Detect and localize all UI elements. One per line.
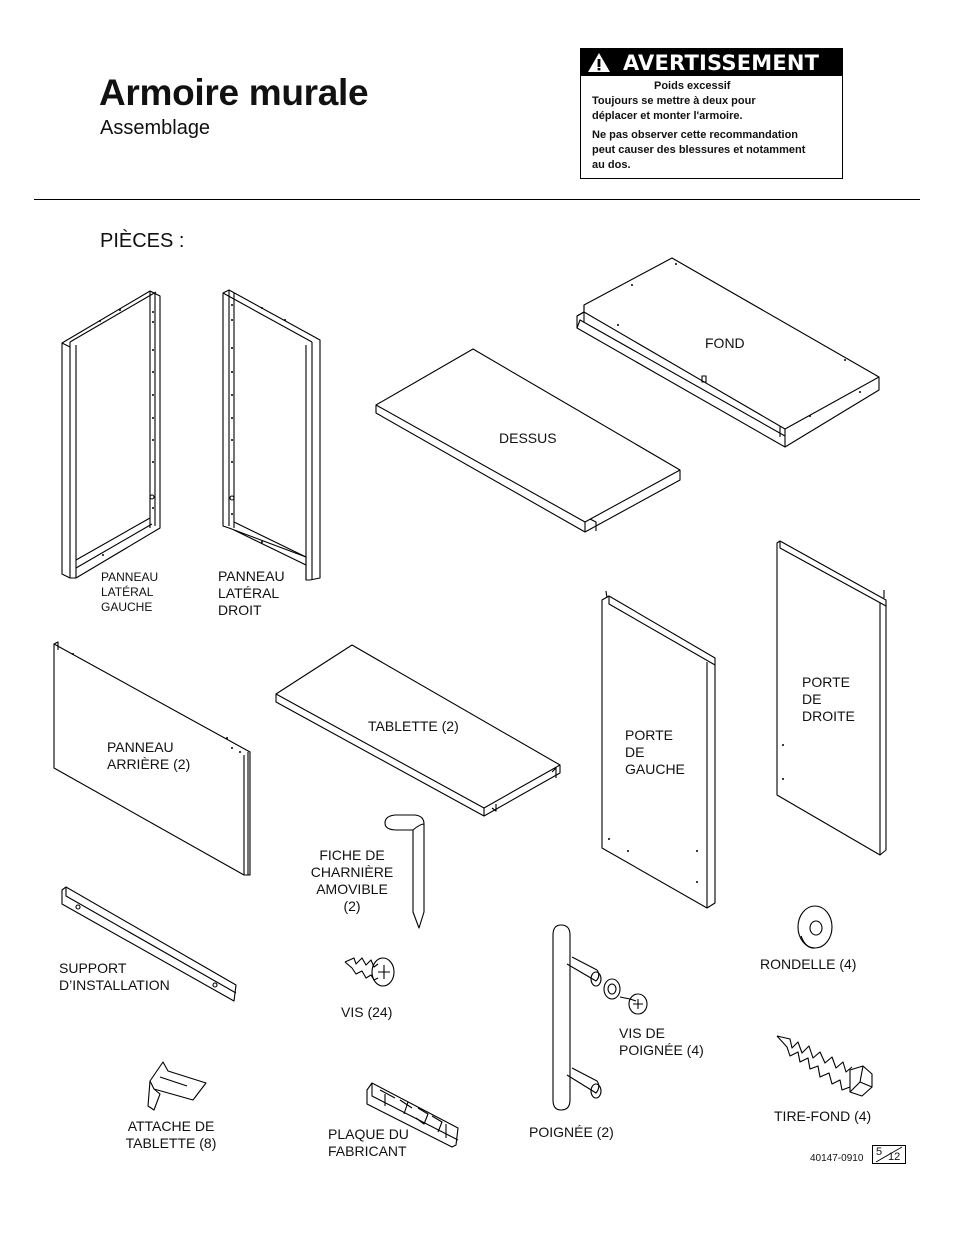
warning-line: Ne pas observer cette recommandation — [592, 129, 799, 141]
page-number: 5 — [876, 1146, 883, 1158]
handle-illustration — [552, 924, 602, 1111]
page-fraction-slash — [875, 1146, 903, 1163]
page-indicator: 5 12 — [872, 1145, 906, 1164]
handle-screw-illustration — [603, 978, 648, 1015]
washer-illustration — [797, 905, 833, 949]
parts-heading: PIÈCES : — [100, 230, 185, 252]
warning-line: Toujours se mettre à deux pour — [592, 95, 756, 107]
label-washer: RONDELLE (4) — [760, 956, 857, 972]
right-side-panel-illustration — [222, 289, 321, 581]
back-panel-illustration — [53, 641, 251, 876]
page-title: Armoire murale — [99, 72, 369, 113]
page-subtitle: Assemblage — [100, 117, 211, 139]
warning-box: AVERTISSEMENT Poids excessif Toujours se… — [580, 48, 843, 179]
label-bottom: FOND — [705, 335, 745, 351]
left-side-panel-illustration — [61, 290, 161, 579]
label-top: DESSUS — [499, 430, 557, 446]
left-door-illustration — [601, 590, 716, 909]
label-shelf: TABLETTE (2) — [368, 718, 459, 734]
label-screw: VIS (24) — [341, 1004, 393, 1020]
label-lag-screw: TIRE-FOND (4) — [774, 1108, 872, 1124]
bottom-panel-illustration — [576, 257, 880, 448]
lag-screw-illustration — [776, 1035, 873, 1097]
label-handle: POIGNÉE (2) — [529, 1124, 614, 1140]
warning-subheading: Poids excessif — [654, 80, 731, 92]
warning-line: déplacer et monter l'armoire. — [592, 110, 743, 122]
mounting-rail-illustration — [61, 886, 237, 1002]
shelf-illustration — [275, 644, 561, 817]
header-divider — [34, 199, 920, 200]
warning-line: peut causer des blessures et notamment — [592, 144, 806, 156]
warning-triangle-icon — [588, 53, 610, 72]
top-panel-illustration — [375, 348, 681, 533]
warning-heading: AVERTISSEMENT — [623, 51, 820, 75]
warning-header: AVERTISSEMENT — [581, 49, 842, 76]
shelf-clip-illustration — [147, 1061, 207, 1111]
document-number: 40147-0910 — [810, 1153, 864, 1164]
page-total: 12 — [888, 1151, 901, 1163]
nameplate-illustration — [366, 1082, 459, 1148]
right-door-illustration — [776, 540, 887, 856]
screw-illustration — [344, 957, 395, 987]
warning-line: au dos. — [592, 159, 631, 171]
hinge-pin-illustration — [384, 814, 425, 929]
